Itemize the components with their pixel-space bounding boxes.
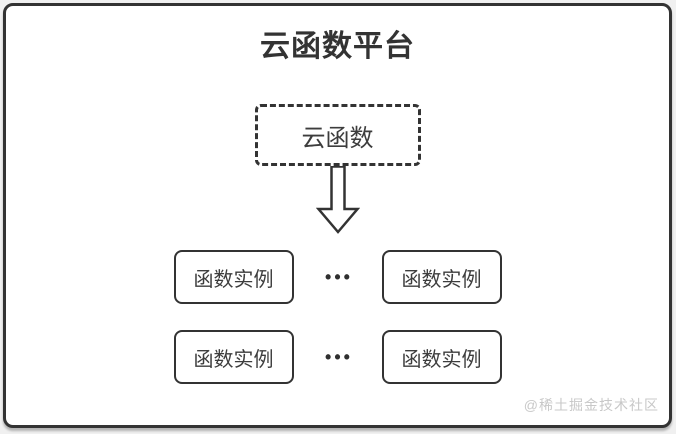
instance-box-label: 函数实例 <box>193 268 274 291</box>
instance-box: 函数实例 <box>173 250 294 304</box>
instance-box: 函数实例 <box>381 250 502 304</box>
watermark: @稀土掘金技术社区 <box>523 397 659 413</box>
cloud-function-box: 云函数 <box>254 104 421 166</box>
instance-row-2: 函数实例 ••• 函数实例 <box>6 330 669 384</box>
ellipsis: ••• <box>325 267 353 287</box>
instance-box: 函数实例 <box>381 330 502 384</box>
instance-box-label: 函数实例 <box>193 348 274 371</box>
down-arrow-icon <box>315 165 360 234</box>
instance-box: 函数实例 <box>173 330 294 384</box>
platform-card: 云函数平台 云函数 函数实例 ••• 函数实例 函数实例 ••• 函数实例 <box>3 3 672 428</box>
page-title: 云函数平台 <box>260 30 415 63</box>
instance-box-label: 函数实例 <box>401 348 482 371</box>
instance-row-1: 函数实例 ••• 函数实例 <box>6 250 669 304</box>
instance-box-label: 函数实例 <box>401 268 482 291</box>
cloud-function-label: 云函数 <box>301 124 374 152</box>
ellipsis: ••• <box>325 347 353 367</box>
